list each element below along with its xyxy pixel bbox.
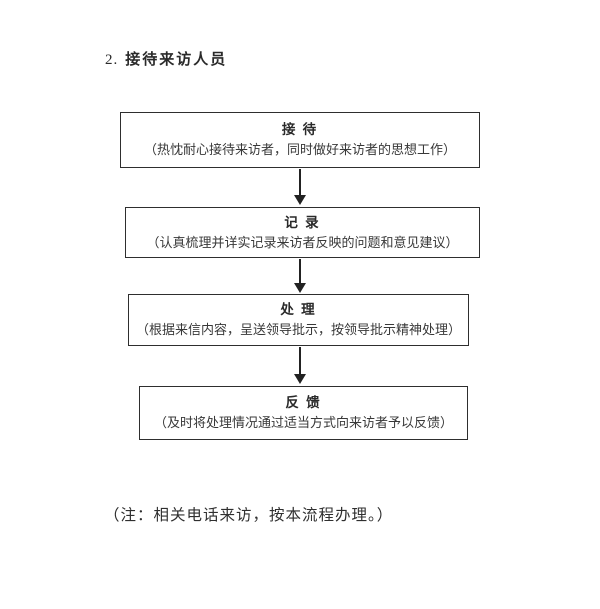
flow-step-record: 记 录 （认真梳理并详实记录来访者反映的问题和意见建议）	[125, 207, 480, 258]
flow-step-process: 处 理 （根据来信内容，呈送领导批示，按领导批示精神处理）	[128, 294, 469, 346]
step-label: 记 录	[284, 214, 321, 230]
page-title-text: 接待来访人员	[125, 52, 228, 68]
note-text: （注：相关电话来访，按本流程办理。）	[104, 507, 394, 524]
flow-step-receive: 接 待 （热忱耐心接待来访者，同时做好来访者的思想工作）	[120, 112, 480, 168]
down-arrow	[294, 169, 306, 205]
page-title-number: 2.	[105, 52, 119, 68]
step-label: 接 待	[281, 122, 319, 138]
step-description: （认真梳理并详实记录来访者反映的问题和意见建议）	[146, 234, 459, 250]
flow-step-feedback: 反 馈 （及时将处理情况通过适当方式向来访者予以反馈）	[139, 386, 468, 440]
step-label: 处 理	[280, 302, 317, 318]
page-title: 2. 接待来访人员	[105, 48, 227, 69]
step-description: （及时将处理情况通过适当方式向来访者予以反馈）	[153, 415, 453, 431]
down-arrow	[294, 259, 306, 293]
step-description: （根据来信内容，呈送领导批示，按领导批示精神处理）	[135, 322, 461, 338]
down-arrow	[294, 347, 306, 384]
step-label: 反 馈	[285, 395, 322, 411]
step-description: （热忱耐心接待来访者，同时做好来访者的思想工作）	[143, 142, 456, 158]
